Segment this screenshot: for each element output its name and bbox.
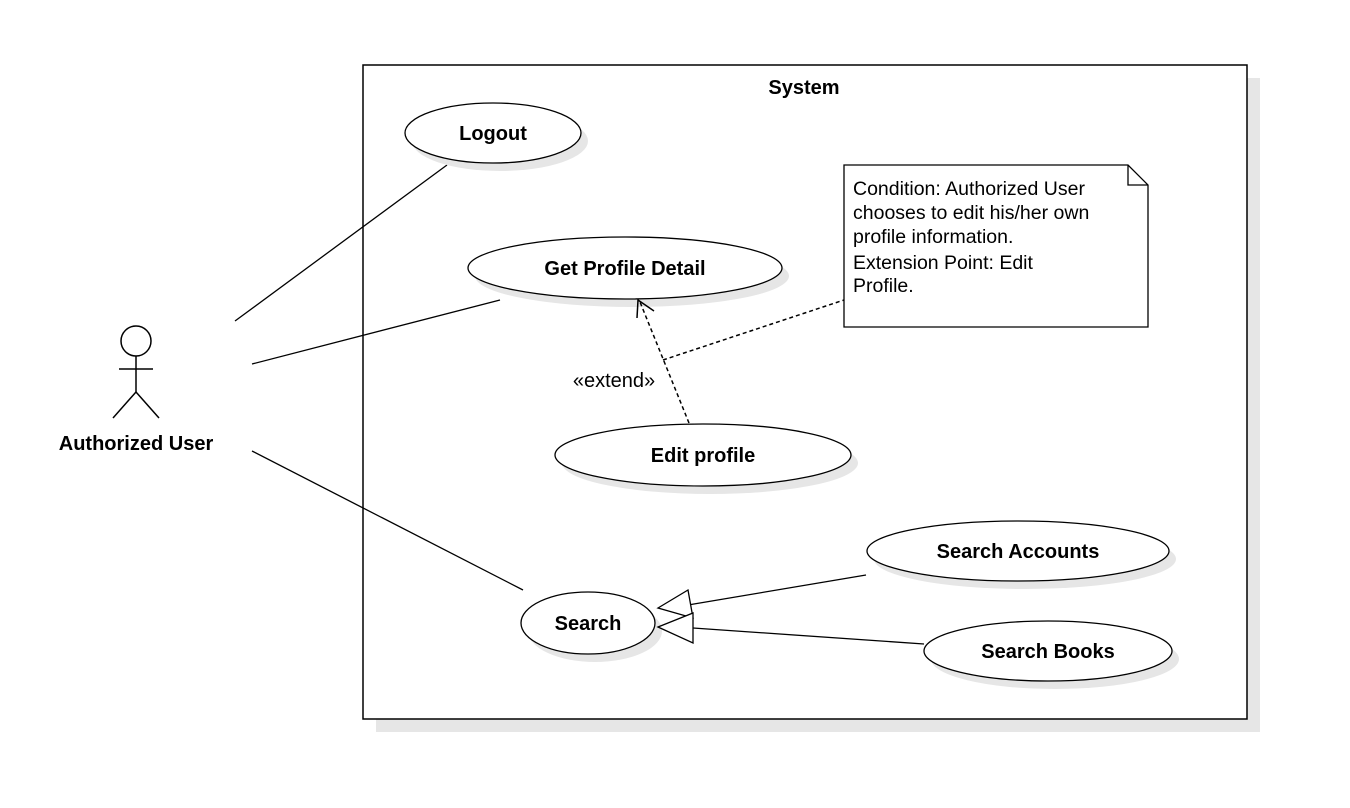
use-case-get-profile-detail[interactable]: Get Profile Detail xyxy=(467,236,789,307)
system-title: System xyxy=(768,77,839,99)
generalization-arrowhead xyxy=(656,612,694,645)
use-case-label: Search Accounts xyxy=(937,541,1100,563)
association-search xyxy=(251,450,524,591)
actor-label: Authorized User xyxy=(59,433,214,455)
associations xyxy=(234,164,524,591)
actor-authorized-user[interactable]: Authorized User xyxy=(59,325,214,455)
use-case-label: Edit profile xyxy=(651,445,755,467)
note-line-2: chooses to edit his/her own xyxy=(853,202,1089,224)
condition-note: Condition: Authorized User chooses to ed… xyxy=(843,164,1149,328)
use-case-search[interactable]: Search xyxy=(520,591,662,662)
use-case-label: Search xyxy=(555,613,622,635)
note-line-5: Profile. xyxy=(853,275,914,297)
use-case-label: Get Profile Detail xyxy=(544,258,705,280)
association-get-profile-detail xyxy=(251,299,501,365)
extend-relationship: «extend» xyxy=(573,298,690,424)
use-case-logout[interactable]: Logout xyxy=(404,102,588,171)
extend-arrowhead xyxy=(636,298,655,319)
use-case-search-accounts[interactable]: Search Accounts xyxy=(866,520,1176,589)
use-case-edit-profile[interactable]: Edit profile xyxy=(554,423,858,494)
note-line-3: profile information. xyxy=(853,226,1013,248)
actor-head xyxy=(120,325,152,357)
extend-label: «extend» xyxy=(573,370,655,392)
use-case-label: Search Books xyxy=(981,641,1114,663)
generalization-search-accounts xyxy=(656,574,867,619)
association-logout xyxy=(234,164,448,322)
generalization-search-books xyxy=(656,612,925,645)
note-line-4: Extension Point: Edit xyxy=(853,252,1034,274)
use-case-label: Logout xyxy=(459,123,527,145)
note-anchor-line xyxy=(662,299,845,361)
note-line-1: Condition: Authorized User xyxy=(853,178,1085,200)
generalization-arrowhead xyxy=(656,588,694,619)
use-case-search-books[interactable]: Search Books xyxy=(923,620,1179,689)
